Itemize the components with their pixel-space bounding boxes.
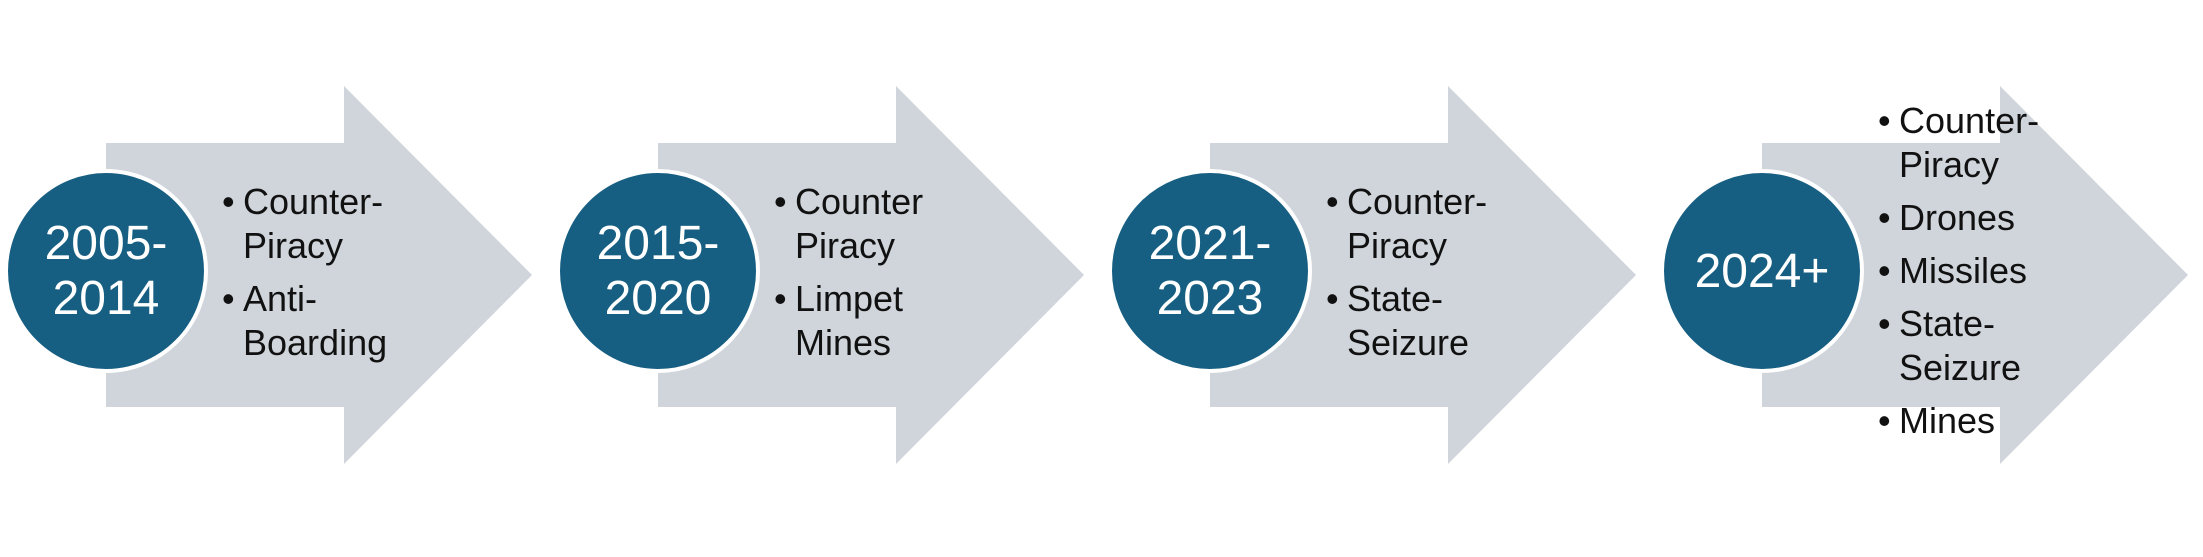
timeline-step-third: 2021-2023 Counter-PiracyState-Seizure (1104, 0, 1644, 557)
threat-list-item: Counter-Piracy (222, 180, 522, 268)
period-label: 2005-2014 (45, 216, 168, 326)
period-label: 2021-2023 (1149, 216, 1272, 326)
threat-list-item-line: Missiles (1899, 250, 2028, 291)
threat-list-item-line: Anti- (243, 278, 318, 319)
threat-list: Counter-PiracyState-Seizure (1326, 180, 1626, 374)
threat-list-item-line: State- (1899, 303, 1996, 344)
threat-list-item-line: Mines (1899, 400, 1996, 441)
threat-list-item-line: Counter (795, 181, 924, 222)
period-circle: 2005-2014 (4, 169, 208, 373)
period-circle: 2015-2020 (556, 169, 760, 373)
period-label-line: 2015- (596, 217, 720, 270)
timeline-step-fourth: 2024+ Counter-PiracyDronesMissilesState-S… (1656, 0, 2196, 557)
threat-list-item-line: Piracy (1899, 144, 2000, 185)
threat-list-item-line: Mines (795, 322, 892, 363)
threat-list-item-line: State- (1347, 278, 1444, 319)
period-label: 2015-2020 (597, 216, 720, 326)
threat-list-item-line: Counter- (1347, 181, 1488, 222)
period-label-line: 2021- (1148, 217, 1272, 270)
threat-list: Counter-PiracyDronesMissilesState-Seizur… (1878, 99, 2178, 452)
period-label-line: 2014 (52, 272, 160, 325)
threat-list-item: Counter-Piracy (1878, 99, 2178, 187)
threat-list-item: Anti-Boarding (222, 277, 522, 365)
timeline-step-first: 2005-2014 Counter-PiracyAnti-Boarding (0, 0, 540, 557)
threat-list-item-line: Counter- (1899, 100, 2040, 141)
period-label-line: 2024+ (1694, 244, 1830, 298)
threat-list-item-line: Seizure (1899, 347, 2022, 388)
period-label: 2024+ (1695, 244, 1830, 299)
period-label-line: 2023 (1156, 272, 1264, 325)
threat-list-item-line: Limpet (795, 278, 904, 319)
threat-list-item-line: Piracy (795, 225, 896, 266)
period-label-line: 2020 (604, 272, 712, 325)
period-label-line: 2005- (44, 217, 168, 270)
threat-list-item-line: Piracy (1347, 225, 1448, 266)
threat-list-item: Drones (1878, 196, 2178, 240)
timeline-step-second: 2015-2020 CounterPiracyLimpetMines (552, 0, 1092, 557)
period-circle: 2021-2023 (1108, 169, 1312, 373)
threat-list: CounterPiracyLimpetMines (774, 180, 1074, 374)
threat-list-item: Counter-Piracy (1326, 180, 1626, 268)
threat-list-item-line: Drones (1899, 197, 2016, 238)
threat-list-item: Missiles (1878, 249, 2178, 293)
threat-list: Counter-PiracyAnti-Boarding (222, 180, 522, 374)
threat-list-item-line: Counter- (243, 181, 384, 222)
threat-list-item: State-Seizure (1878, 302, 2178, 390)
threat-list-item-line: Boarding (243, 322, 388, 363)
threat-list-item-line: Seizure (1347, 322, 1470, 363)
threat-list-item: State-Seizure (1326, 277, 1626, 365)
threat-list-item: Mines (1878, 399, 2178, 443)
threat-list-item-line: Piracy (243, 225, 344, 266)
period-circle: 2024+ (1660, 169, 1864, 373)
